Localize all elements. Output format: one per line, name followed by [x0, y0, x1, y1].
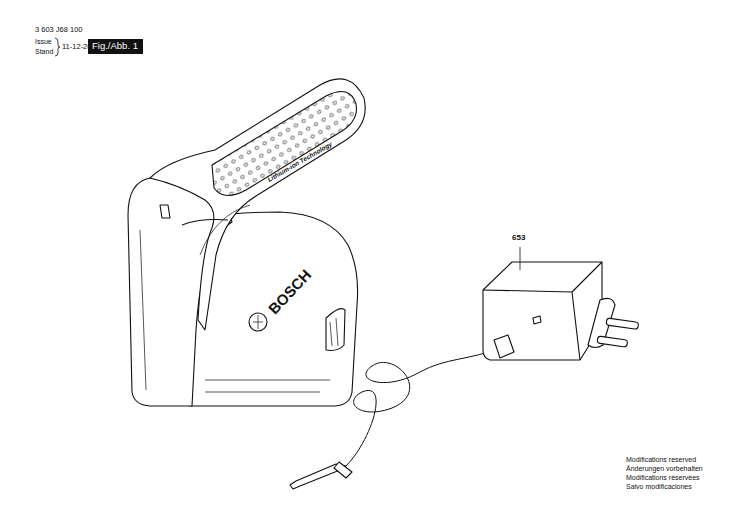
- indicator-window: [326, 309, 345, 351]
- note: Modifications reserved: [626, 456, 696, 464]
- handle-edge: [200, 205, 250, 255]
- issue-label: Issue: [35, 38, 52, 46]
- logo-circle: [249, 313, 267, 331]
- plug-prong: [606, 318, 639, 329]
- logo-mark: [253, 315, 263, 329]
- note: Modifications réservées: [626, 474, 700, 482]
- note: Änderungen vorbehalten: [626, 465, 703, 473]
- part-number: 3 603 J68 100: [35, 26, 83, 34]
- indicator-marks: [330, 318, 338, 346]
- charger-cable-boot: [494, 335, 514, 358]
- figure-label: Fig./Abb. 1: [92, 41, 139, 51]
- stapler-handle: [150, 79, 365, 330]
- charger-button: [533, 316, 541, 324]
- callout-number: 653: [512, 234, 525, 243]
- header-bracket: [55, 38, 60, 56]
- charger-cable: [346, 348, 500, 466]
- stapler-drawing: [128, 79, 365, 406]
- stand-label: Stand: [35, 48, 53, 56]
- charger-plug-collar: [334, 462, 352, 478]
- front-latch: [160, 205, 170, 218]
- note: Salvo modificaciones: [626, 483, 692, 491]
- front-edge: [140, 230, 146, 390]
- date-label: 11-12-20: [62, 43, 91, 51]
- charger-housing: [483, 262, 602, 360]
- charger-drawing: [290, 262, 639, 489]
- charger-edges: [483, 262, 602, 360]
- body-edge: [182, 220, 228, 225]
- leader-line: [520, 247, 521, 270]
- plug-prong: [597, 336, 628, 347]
- figure-tag: Fig./Abb. 1: [88, 39, 143, 54]
- handle-grip: [212, 92, 356, 196]
- magazine-lines: [205, 380, 330, 392]
